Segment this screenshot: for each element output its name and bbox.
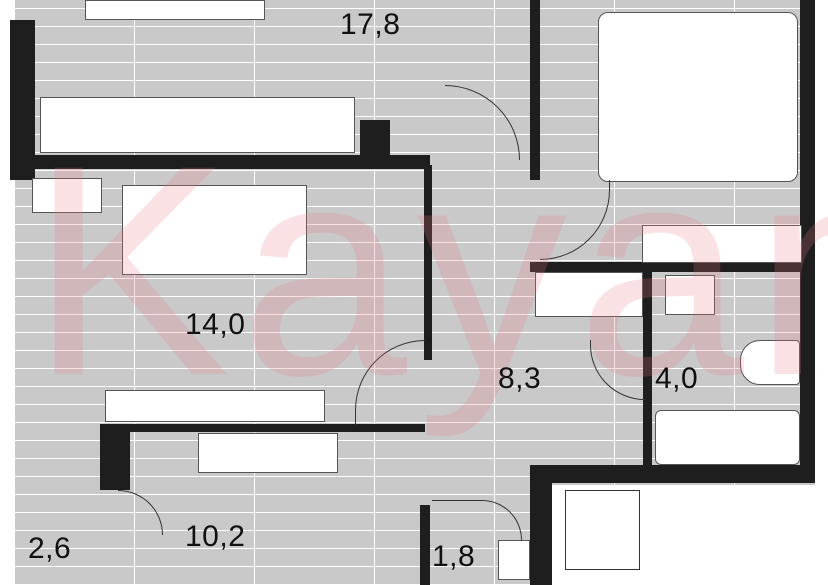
- wall-storage: [100, 430, 130, 490]
- sink: [665, 275, 715, 315]
- wall-entry: [530, 475, 552, 585]
- bathtub: [655, 410, 800, 465]
- room-area-bath: 4,0: [655, 362, 699, 395]
- wall-pillar: [360, 120, 390, 160]
- radiator-living: [198, 433, 338, 473]
- bed: [598, 12, 798, 182]
- kitchen-counter: [40, 97, 355, 153]
- room-area-living: 14,0: [185, 308, 246, 341]
- wall-bath-left: [643, 262, 652, 477]
- armchair: [32, 178, 102, 213]
- radiator-bedroom: [642, 225, 802, 263]
- wall-bath-top: [530, 262, 805, 272]
- wall-wc: [420, 505, 430, 585]
- wall-right: [800, 0, 815, 465]
- wc-sink: [498, 540, 530, 580]
- toilet: [740, 340, 800, 385]
- wall-living-bottom: [100, 424, 425, 432]
- room-area-hall: 8,3: [498, 362, 542, 395]
- wall-kitchen: [10, 155, 430, 169]
- wall-bedroom-left: [530, 0, 540, 180]
- room-area-bedroom2: 10,2: [185, 520, 246, 553]
- wall-bath-bottom: [530, 465, 815, 483]
- dining-table: [85, 0, 265, 20]
- door-entry[interactable]: [565, 490, 640, 570]
- wall-left: [10, 20, 35, 180]
- tv-stand: [105, 390, 325, 422]
- outside-area: [550, 485, 828, 585]
- room-area-kitchen: 17,8: [340, 8, 401, 41]
- radiator-hall: [535, 272, 643, 317]
- sofa: [122, 185, 307, 275]
- wall-hall-vertical: [424, 165, 432, 360]
- room-area-storage: 2,6: [28, 532, 72, 565]
- room-area-wc: 1,8: [432, 540, 476, 573]
